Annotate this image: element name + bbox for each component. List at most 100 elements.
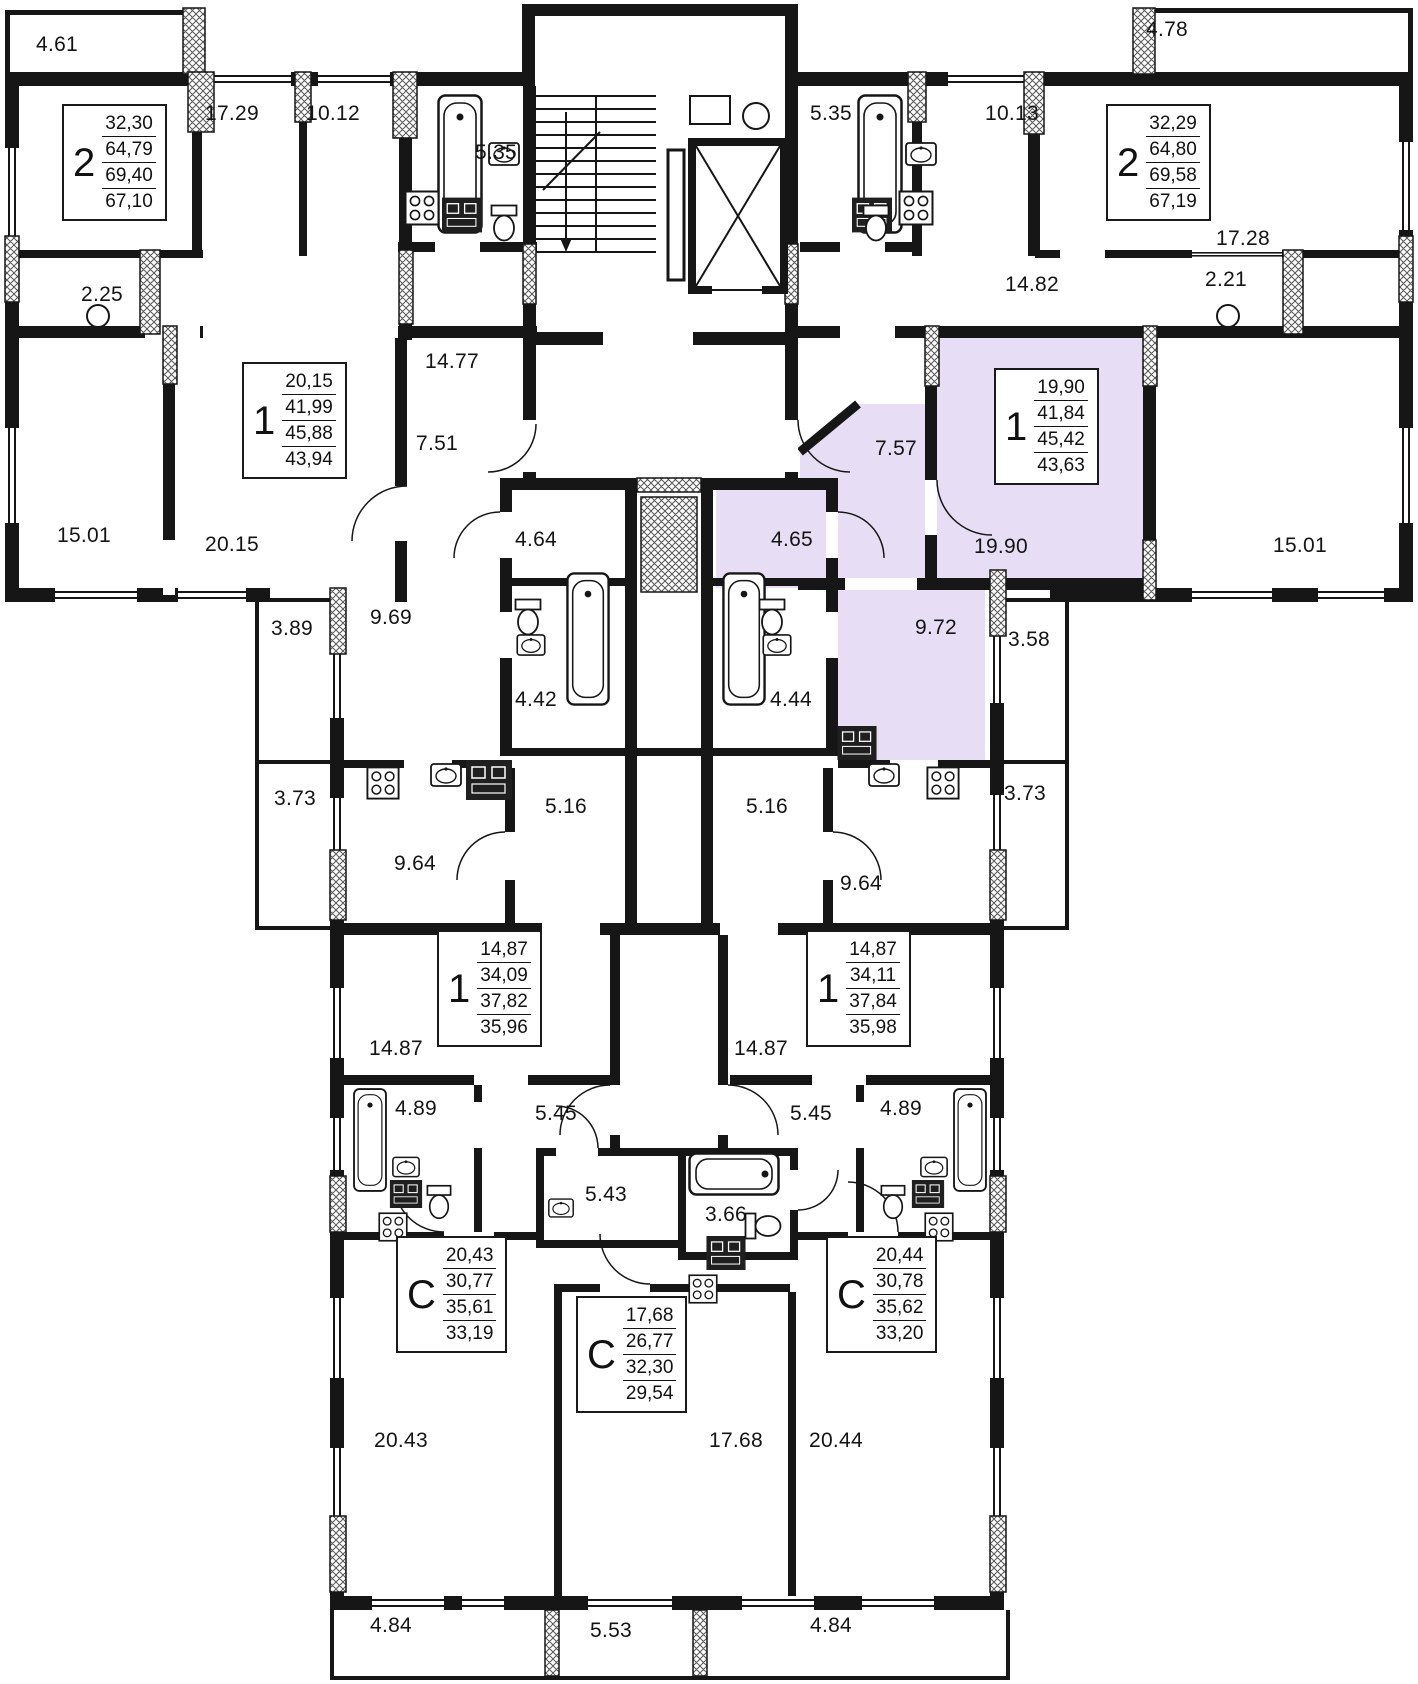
stove-icon: [926, 766, 960, 800]
area-label: 14.77: [424, 350, 480, 373]
toilet-icon: [758, 598, 786, 636]
area-label: 5.16: [745, 795, 789, 818]
area-label: 9.64: [393, 852, 437, 875]
basin-icon: [86, 304, 110, 328]
area-label: 14.87: [368, 1037, 424, 1060]
apartment-area-value: 17,68: [622, 1303, 677, 1330]
toilet-icon: [880, 1184, 906, 1220]
apartment-area-value: 64,79: [102, 137, 156, 164]
area-label: 5.35: [474, 141, 518, 164]
area-label: 4.64: [514, 528, 558, 551]
area-label: 9.64: [839, 872, 883, 895]
apartment-area-value: 67,10: [105, 191, 153, 213]
toilet-icon: [514, 598, 542, 636]
apartment-area-value: 34,11: [846, 963, 900, 990]
apartment-area-value: 45,42: [1034, 427, 1088, 454]
kitchen-counter-icon: [836, 726, 878, 760]
area-label: 9.72: [914, 616, 958, 639]
apartment-area-value: 37,82: [477, 989, 531, 1016]
apartment-area-value: 33,19: [445, 1323, 494, 1345]
apartment-area-value: 14,87: [477, 937, 531, 964]
area-label: 10.12: [305, 102, 361, 125]
bathtub-icon: [352, 1088, 388, 1192]
area-label: 5.16: [544, 795, 588, 818]
apartment-area-value: 32,30: [622, 1355, 677, 1382]
sink-icon: [430, 763, 462, 787]
apartment-area-value: 29,54: [625, 1383, 674, 1405]
area-label: 19.90: [973, 535, 1029, 558]
stove-icon: [366, 766, 400, 800]
apartment-area-value: 32,30: [102, 111, 156, 138]
apartment-area-value: 69,40: [102, 163, 156, 190]
sink-icon: [548, 1198, 574, 1218]
area-label: 10.13: [984, 102, 1040, 125]
apartment-area-value: 43,94: [285, 449, 333, 471]
apartment-area-value: 45,88: [282, 421, 336, 448]
area-label: 4.65: [770, 528, 814, 551]
apartment-area-value: 14,87: [846, 937, 900, 964]
apartment-area-value: 35,96: [480, 1017, 528, 1039]
stove-icon: [688, 1274, 718, 1304]
area-label: 20.43: [373, 1429, 429, 1452]
area-label: 4.89: [394, 1097, 438, 1120]
area-label: 5.45: [534, 1102, 578, 1125]
stove-icon: [404, 190, 440, 226]
apartment-area-value: 30,78: [872, 1269, 927, 1296]
area-label: 15.01: [56, 524, 112, 547]
area-label: 7.57: [874, 437, 918, 460]
apartment-area-value: 20,15: [282, 369, 336, 396]
area-label: 4.61: [35, 33, 79, 56]
area-label: 2.25: [80, 283, 124, 306]
round-fixture: [742, 102, 770, 130]
hatched-piers: [4, 7, 1414, 1677]
apartment-area-value: 67,19: [1149, 191, 1197, 213]
apartment-area-value: 43,63: [1037, 455, 1085, 477]
apartment-type: 1: [448, 966, 471, 1011]
selected-apartment-region[interactable]: [930, 332, 1150, 588]
door-openings: [145, 242, 1105, 1292]
apartment-type: 2: [73, 140, 96, 185]
area-label: 5.35: [809, 102, 853, 125]
kitchen-counter-icon: [466, 760, 512, 800]
area-label: 20.44: [808, 1429, 864, 1452]
apartment-info-box: 2 32,30 64,79 69,40 67,10: [62, 104, 167, 222]
area-label: 3.58: [1007, 628, 1051, 651]
stairs: [536, 95, 656, 253]
apartment-area-value: 32,29: [1146, 111, 1200, 138]
area-label: 4.44: [769, 688, 813, 711]
bathtub-icon: [952, 1088, 988, 1192]
area-label: 4.84: [809, 1614, 853, 1637]
elevator-counterweight: [666, 148, 686, 282]
apartment-info-box: 1 19,90 41,84 45,42 43,63: [994, 368, 1099, 486]
apartment-area-value: 37,84: [846, 989, 900, 1016]
apartment-type: С: [407, 1272, 436, 1317]
area-label: 2.21: [1204, 268, 1248, 291]
apartment-info-box: 1 20,15 41,99 45,88 43,94: [242, 362, 347, 480]
apartment-type: 1: [1005, 404, 1028, 449]
area-label: 14.82: [1004, 273, 1060, 296]
kitchen-counter-icon: [911, 1180, 945, 1208]
bathtub-icon: [722, 571, 766, 707]
area-label: 5.43: [584, 1183, 628, 1206]
apartment-area-value: 41,99: [282, 395, 336, 422]
apartment-area-value: 35,61: [442, 1295, 497, 1322]
sink-icon: [920, 1156, 948, 1178]
basin-icon: [1216, 304, 1240, 328]
apartment-area-value: 64,80: [1146, 137, 1200, 164]
toilet-icon: [862, 204, 890, 242]
area-label: 15.01: [1272, 534, 1328, 557]
area-label: 5.53: [589, 1619, 633, 1642]
toilet-icon: [490, 204, 518, 242]
area-label: 3.66: [704, 1203, 748, 1226]
apartment-area-value: 33,20: [875, 1323, 924, 1345]
stove-icon: [898, 190, 934, 226]
sink-icon: [392, 1156, 420, 1178]
area-label: 4.42: [514, 688, 558, 711]
toilet-icon: [744, 1212, 782, 1240]
area-label: 17.68: [708, 1429, 764, 1452]
apartment-info-box: С 20,43 30,77 35,61 33,19: [396, 1236, 508, 1354]
apartment-area-value: 20,43: [442, 1243, 497, 1270]
apartment-type: 1: [253, 398, 276, 443]
